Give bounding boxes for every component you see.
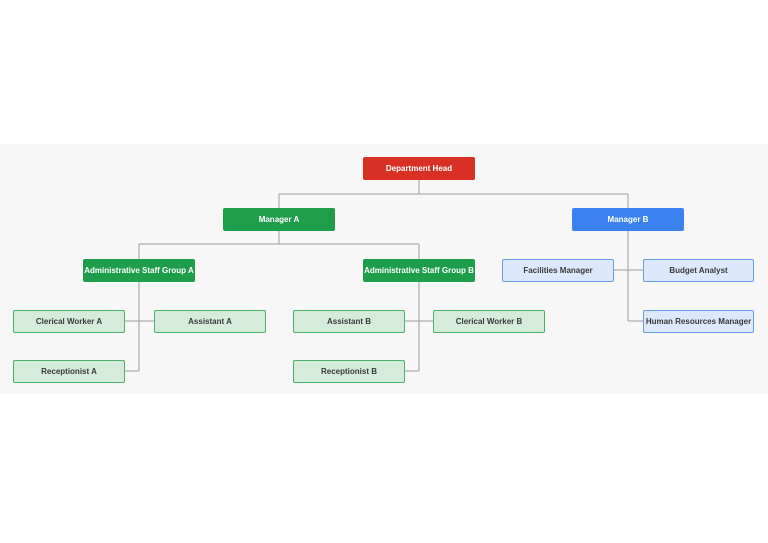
connector-group-a xyxy=(125,282,154,372)
hr-manager-node: Human Resources Manager xyxy=(643,310,754,333)
assistant-a-node: Assistant A xyxy=(154,310,266,333)
clerical-worker-b-node: Clerical Worker B xyxy=(433,310,545,333)
assistant-b-node: Assistant B xyxy=(293,310,405,333)
admin-staff-group-b-node: Administrative Staff Group B xyxy=(363,259,475,282)
manager-b-node: Manager B xyxy=(572,208,684,231)
connector-group-b xyxy=(404,282,433,372)
receptionist-b-node: Receptionist B xyxy=(293,360,405,383)
facilities-manager-node: Facilities Manager xyxy=(502,259,614,282)
connector-manager-a-groups xyxy=(138,231,420,259)
admin-staff-group-a-node: Administrative Staff Group A xyxy=(83,259,195,282)
connector-head-managers xyxy=(278,180,629,208)
budget-analyst-node: Budget Analyst xyxy=(643,259,754,282)
department-head-node: Department Head xyxy=(363,157,475,180)
receptionist-a-node: Receptionist A xyxy=(13,360,125,383)
manager-a-node: Manager A xyxy=(223,208,335,231)
clerical-worker-a-node: Clerical Worker A xyxy=(13,310,125,333)
connector-manager-b xyxy=(614,231,643,322)
